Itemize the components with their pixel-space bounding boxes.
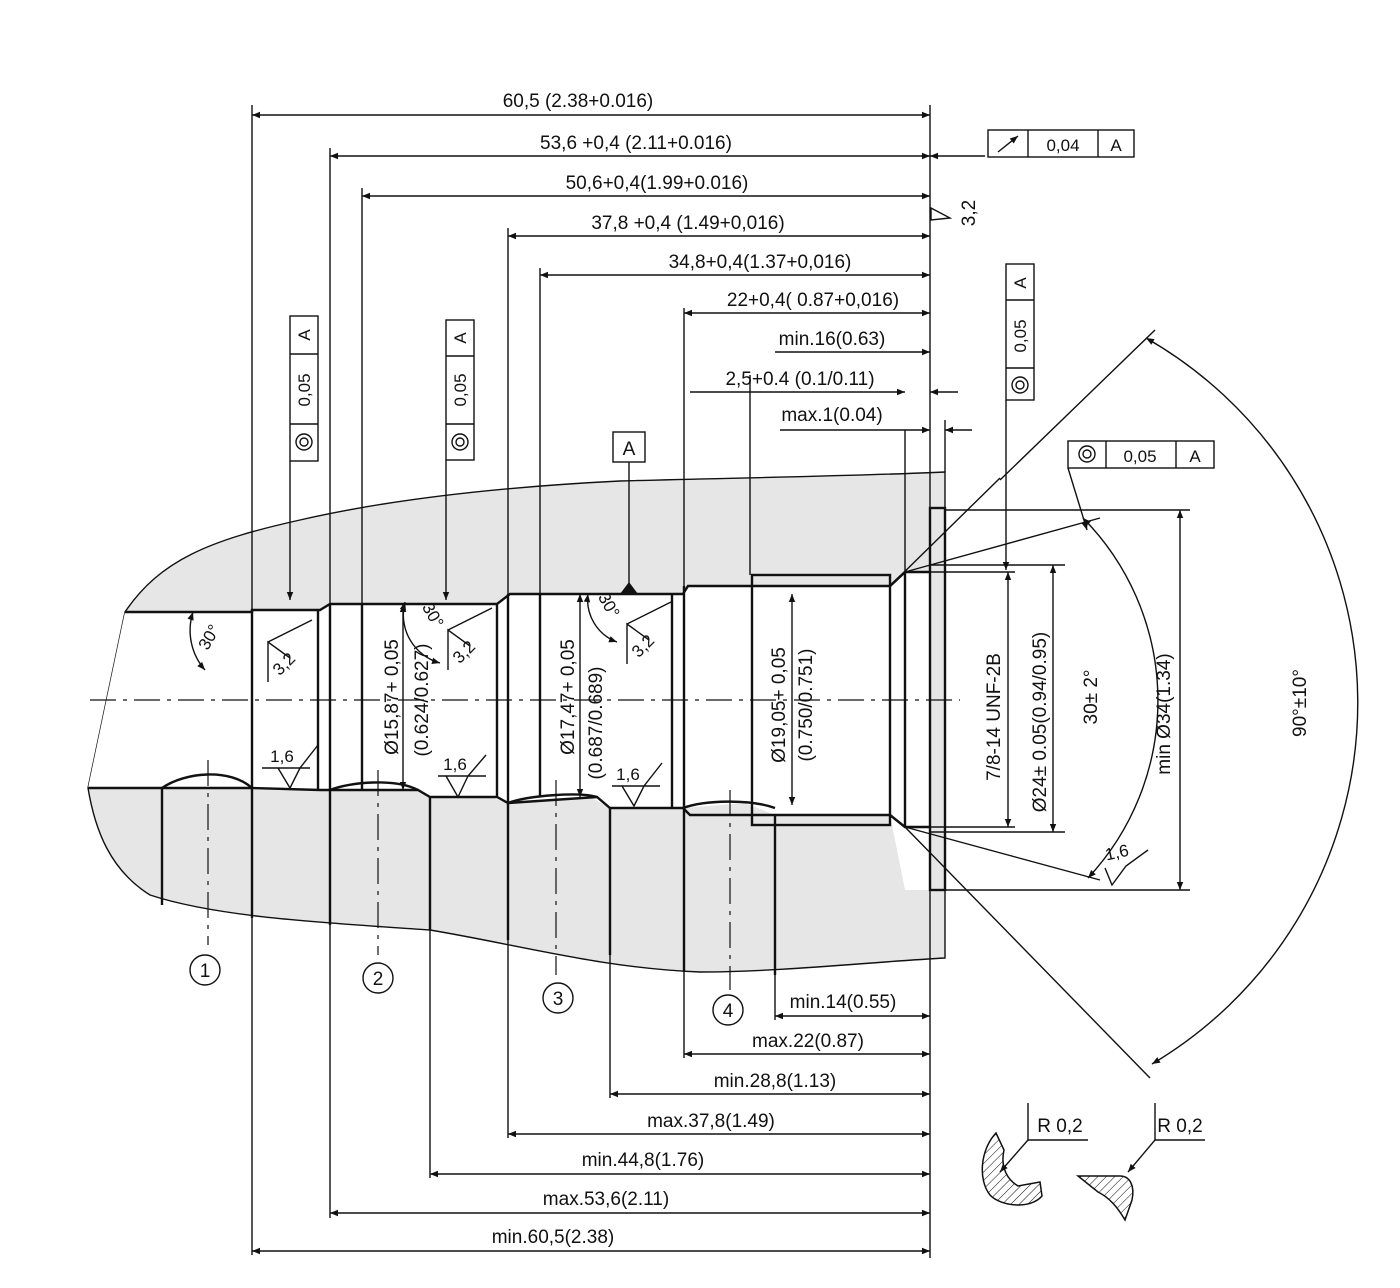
concentric-3-value: 0,05 (1011, 319, 1030, 352)
concentric-icon (1011, 376, 1029, 394)
angle-geometry (889, 329, 1359, 1079)
radius-left-label: R 0,2 (1037, 1116, 1082, 1137)
balloon-4-label: 4 (723, 1001, 734, 1022)
dim-max1: max.1(0.04) (781, 405, 882, 426)
surface-1-6-c-value: 1,6 (616, 765, 640, 784)
dim-min60-5: min.60,5(2.38) (492, 1227, 615, 1248)
dim-50-6-top: 50,6+0,4(1.99+0.016) (566, 173, 749, 194)
dia-24: Ø24± 0.05(0.94/0.95) (1030, 632, 1051, 813)
top-dimension-texts: 60,5 (2.38+0.016) 53,6 +0,4 (2.11+0.016)… (503, 91, 899, 426)
datum-a-marker: A (612, 431, 646, 594)
datum-a-label: A (623, 439, 636, 460)
concentric-4-datum: A (1189, 447, 1201, 466)
dim-max22: max.22(0.87) (752, 1031, 864, 1052)
dim-22-top: 22+0,4( 0.87+0,016) (727, 290, 899, 311)
dim-min14: min.14(0.55) (790, 992, 897, 1013)
dia-15-87: Ø15,87+ 0,05 (382, 639, 403, 755)
radius-detail-left: R 0,2 (981, 1103, 1088, 1206)
surface-finish-1-6-b: 1,6 (438, 754, 487, 799)
surface-1-6-d-value: 1,6 (1103, 841, 1130, 865)
concentric-frame-3: 0,05 A (1002, 263, 1035, 570)
concentric-icon (295, 433, 313, 451)
concentric-icon (1078, 445, 1096, 463)
surface-finish-1-6-c: 1,6 (612, 762, 663, 808)
dia-19-05-inch: (0.750/0.751) (796, 648, 817, 761)
balloon-4 (712, 994, 744, 1026)
surface-3-2-top-value: 3,2 (959, 200, 980, 226)
balloon-2 (362, 962, 394, 994)
dim-37-8-top: 37,8 +0,4 (1.49+0,016) (591, 213, 784, 234)
concentric-frame-2: 0,05 A (442, 319, 475, 600)
dia-19-05: Ø19,05+ 0,05 (769, 647, 790, 763)
surface-finish-1-6-d: 1,6 (1103, 841, 1149, 887)
extension-lines (251, 105, 946, 1258)
top-dimensions (252, 111, 985, 434)
balloon-1 (189, 954, 221, 986)
dim-min16: min.16(0.63) (779, 329, 886, 350)
dim-max37-8: max.37,8(1.49) (647, 1111, 775, 1132)
balloons: 1 2 3 4 (189, 954, 744, 1026)
concentric-4-value: 0,05 (1123, 447, 1156, 466)
dia-17-47-inch: (0.687/0.689) (586, 666, 607, 779)
thread-callout: 7/8-14 UNF-2B (984, 653, 1005, 781)
balloon-1-label: 1 (200, 961, 211, 982)
radius-right-label: R 0,2 (1157, 1116, 1202, 1137)
balloon-3 (542, 982, 574, 1014)
concentric-1-value: 0,05 (295, 373, 314, 406)
bottom-dimensions (252, 1012, 930, 1255)
bottom-dimension-texts: min.14(0.55) max.22(0.87) min.28,8(1.13)… (492, 992, 897, 1248)
surface-finish-3-2-top: 3,2 (930, 200, 980, 226)
angle-90: 90°±10° (1290, 669, 1311, 737)
concentric-2-datum: A (451, 332, 470, 344)
runout-arrow-icon (997, 135, 1019, 153)
dim-2-5: 2,5+0.4 (0.1/0.11) (725, 369, 874, 390)
runout-frame: 0,04 A (987, 129, 1135, 158)
surface-finish-1-6-a: 1,6 (262, 744, 319, 790)
runout-value: 0,04 (1046, 136, 1079, 155)
concentric-frame-1: 0,05 A (286, 315, 319, 600)
balloon-2-label: 2 (373, 969, 384, 990)
concentric-frame-4: 0,05 A (1067, 440, 1215, 531)
dim-overall-top: 60,5 (2.38+0.016) (503, 91, 654, 112)
concentric-icon (451, 433, 469, 451)
balloon-3-label: 3 (553, 989, 564, 1010)
concentric-2-value: 0,05 (451, 373, 470, 406)
dia-17-47: Ø17,47+ 0,05 (558, 639, 579, 755)
angle-30-2: 30± 2° (1081, 669, 1102, 724)
concentric-1-datum: A (295, 329, 314, 341)
radius-detail-right: R 0,2 (1075, 1103, 1205, 1222)
runout-datum: A (1110, 136, 1122, 155)
concentric-3-datum: A (1011, 277, 1030, 289)
surface-1-6-a-value: 1,6 (270, 747, 294, 766)
dim-min28-8: min.28,8(1.13) (714, 1071, 837, 1092)
surface-1-6-b-value: 1,6 (443, 755, 467, 774)
dim-min44-8: min.44,8(1.76) (582, 1150, 705, 1171)
dia-15-87-inch: (0.624/0.627) (412, 643, 433, 756)
dim-34-8-top: 34,8+0,4(1.37+0,016) (669, 252, 852, 273)
dim-max53-6: max.53,6(2.11) (543, 1189, 669, 1210)
dim-53-6-top: 53,6 +0,4 (2.11+0.016) (540, 133, 732, 154)
